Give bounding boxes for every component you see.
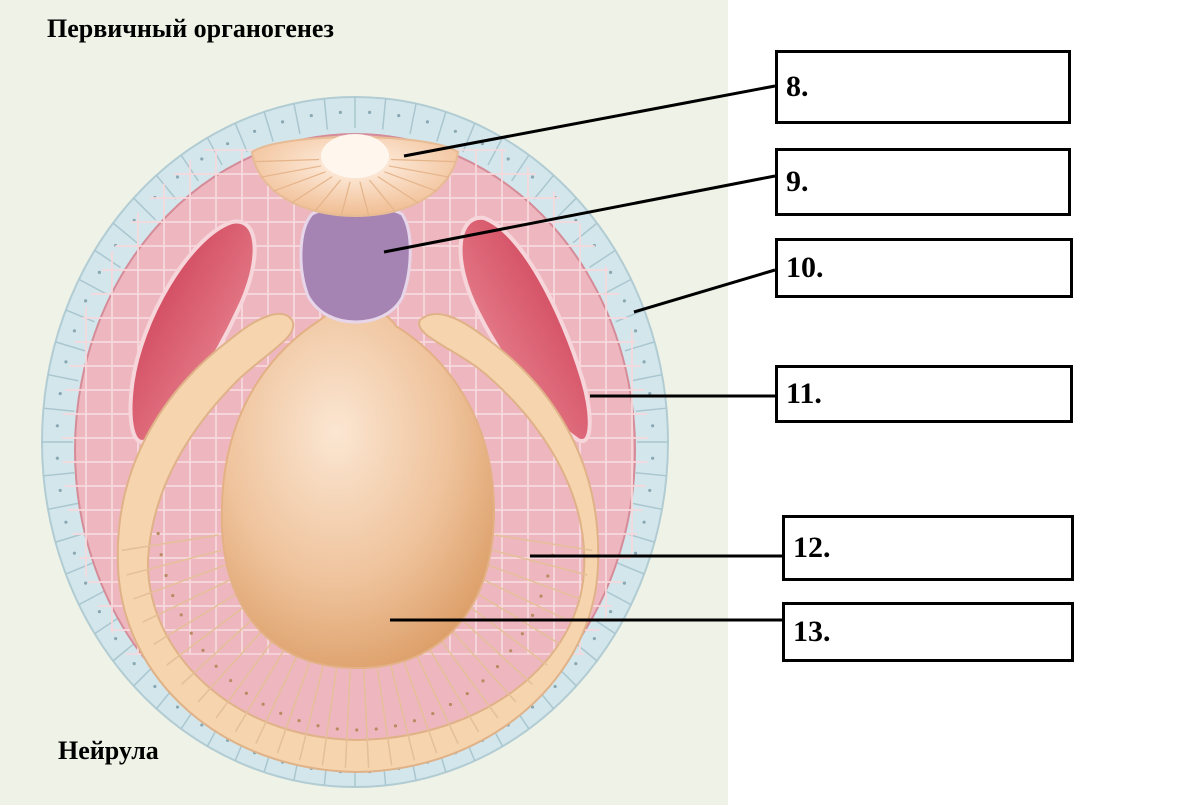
coelom-right <box>458 215 592 444</box>
label-11: 11. <box>786 377 822 410</box>
leader-lines <box>383 84 782 622</box>
label-12: 12. <box>793 531 831 564</box>
leader-line-10 <box>633 268 776 314</box>
diagram-caption: Нейрула <box>58 736 159 765</box>
answer-box-13[interactable]: 13. <box>782 602 1074 662</box>
label-10: 10. <box>786 251 824 284</box>
notochord <box>299 205 412 324</box>
answer-box-11[interactable]: 11. <box>775 365 1073 423</box>
diagram-title: Первичный органогенез <box>47 14 334 43</box>
label-8: 8. <box>786 70 809 103</box>
endoderm-cells <box>121 531 593 768</box>
answer-box-9[interactable]: 9. <box>775 148 1071 216</box>
endoderm-layer <box>116 313 600 774</box>
answer-box-10[interactable]: 10. <box>775 238 1073 298</box>
answer-box-12[interactable]: 12. <box>782 515 1074 581</box>
gut-cavity <box>220 305 496 670</box>
label-9: 9. <box>786 165 809 198</box>
neural-tube-cells <box>255 158 455 216</box>
answer-box-8[interactable]: 8. <box>775 50 1071 124</box>
neural-canal <box>321 134 389 178</box>
label-13: 13. <box>793 615 831 648</box>
leader-line-9 <box>383 174 776 254</box>
leader-line-8 <box>403 84 776 158</box>
